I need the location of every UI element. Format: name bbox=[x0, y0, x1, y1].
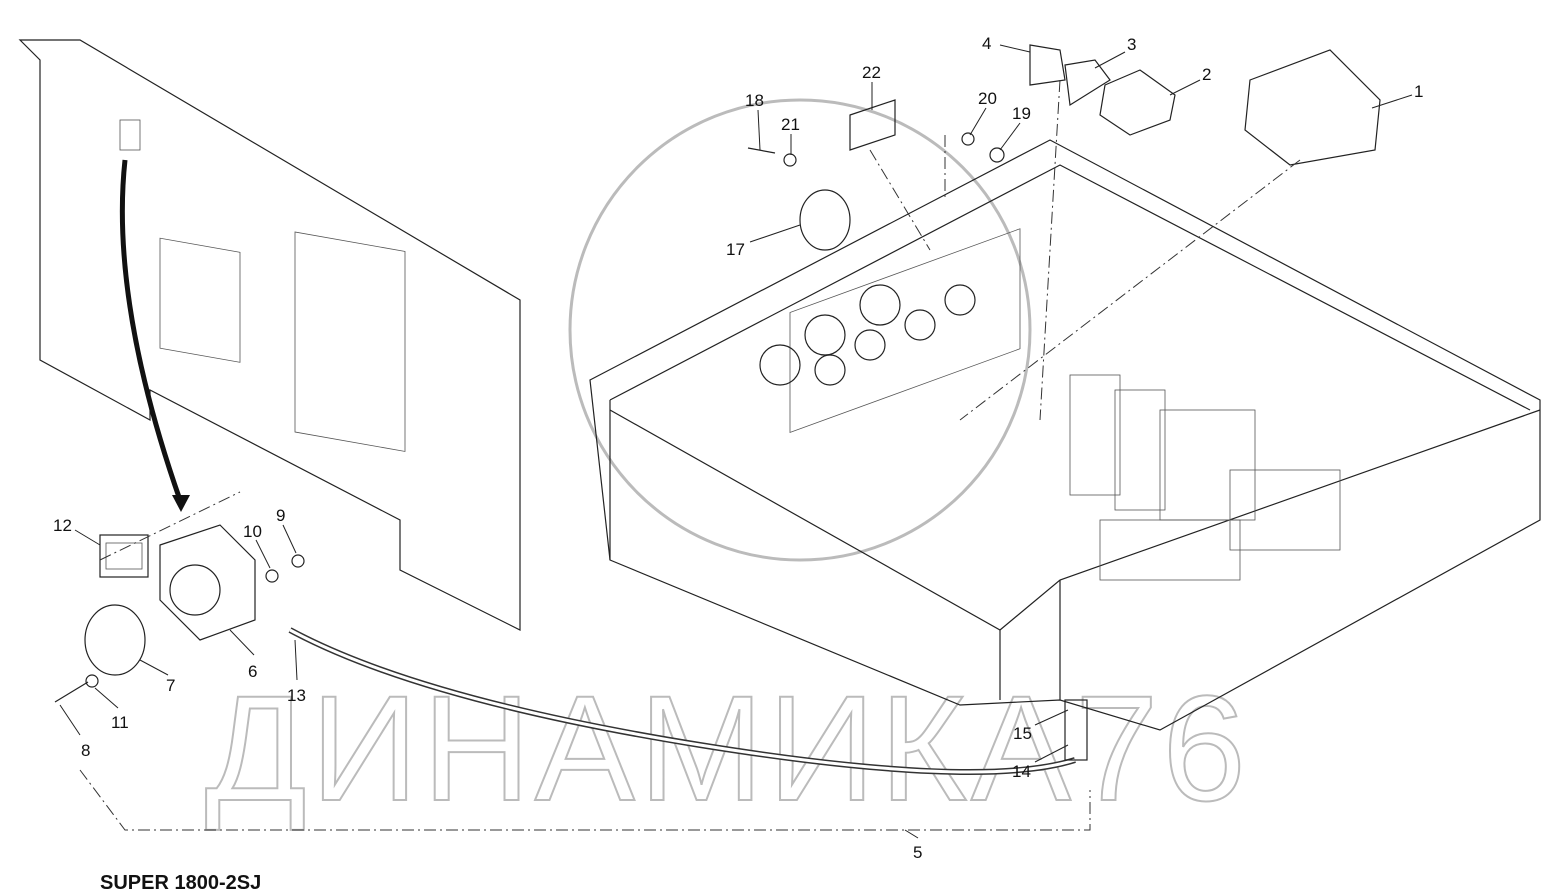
callout-15: 15 bbox=[1013, 724, 1032, 743]
socket-17 bbox=[799, 189, 851, 251]
arrow-head-icon bbox=[172, 495, 190, 512]
socket-assembly bbox=[54, 491, 305, 703]
callout-19: 19 bbox=[1012, 104, 1031, 123]
callout-12: 12 bbox=[53, 516, 72, 535]
callout-9: 9 bbox=[276, 506, 285, 525]
callout-14: 14 bbox=[1012, 762, 1031, 781]
callout-6: 6 bbox=[248, 662, 257, 681]
label-plate-12 bbox=[99, 534, 149, 578]
pointer-arrow bbox=[119, 159, 183, 501]
callout-2: 2 bbox=[1202, 65, 1211, 84]
leader-lines bbox=[59, 44, 1413, 839]
callout-20: 20 bbox=[978, 89, 997, 108]
callout-10: 10 bbox=[243, 522, 262, 541]
callout-8: 8 bbox=[81, 741, 90, 760]
callout-17: 17 bbox=[726, 240, 745, 259]
callout-13: 13 bbox=[287, 686, 306, 705]
callout-4: 4 bbox=[982, 34, 991, 53]
callout-11: 11 bbox=[111, 713, 129, 732]
callout-1: 1 bbox=[1414, 82, 1423, 101]
callout-18: 18 bbox=[745, 91, 764, 110]
callout-3: 3 bbox=[1127, 35, 1136, 54]
callout-22: 22 bbox=[862, 63, 881, 82]
callout-7: 7 bbox=[166, 676, 175, 695]
connector-on-panel bbox=[119, 119, 141, 151]
diagram-title: SUPER 1800-2SJ bbox=[100, 872, 261, 894]
gland-14-15 bbox=[1064, 699, 1088, 761]
callout-5: 5 bbox=[913, 843, 922, 862]
watermark-logo bbox=[568, 98, 1032, 562]
mounting-panel bbox=[18, 39, 521, 631]
callout-21: 21 bbox=[781, 115, 800, 134]
socket-7 bbox=[84, 604, 146, 676]
exploded-parts bbox=[747, 44, 1381, 421]
electrical-enclosure bbox=[589, 139, 1541, 731]
